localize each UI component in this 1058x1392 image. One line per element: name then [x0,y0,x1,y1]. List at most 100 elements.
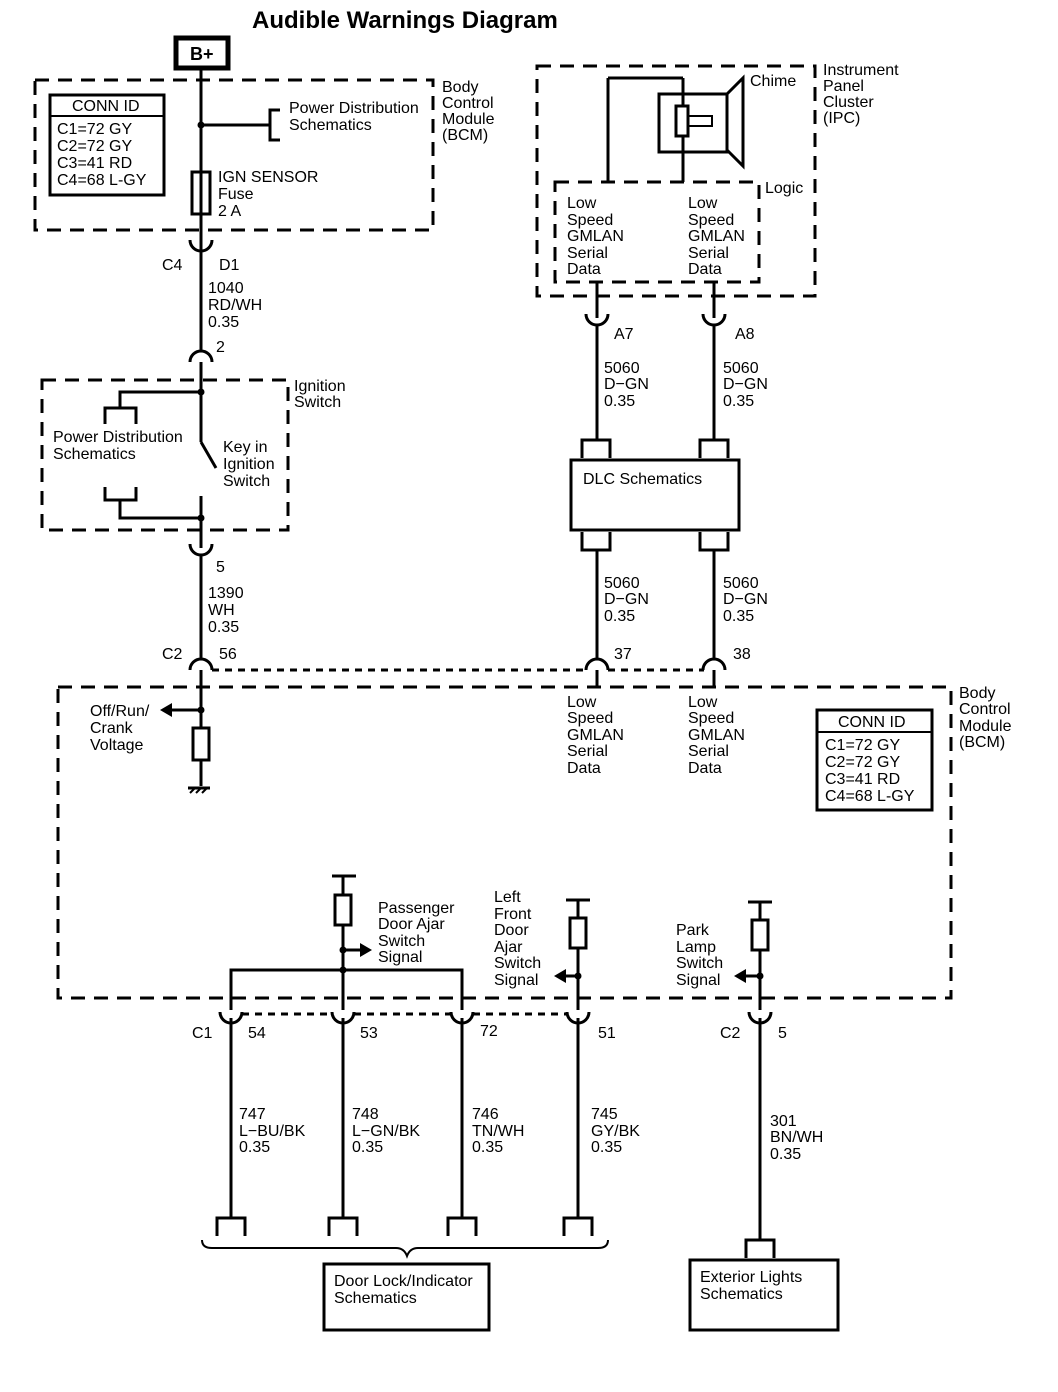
svg-text:Door: Door [494,922,529,939]
svg-text:Lamp: Lamp [676,939,716,956]
svg-text:748: 748 [352,1106,379,1123]
svg-text:D−GN: D−GN [723,591,768,608]
svg-text:Power Distribution: Power Distribution [53,429,183,446]
svg-text:Passenger: Passenger [378,900,455,917]
svg-text:Speed: Speed [567,710,613,727]
svg-text:Speed: Speed [688,710,734,727]
svg-text:TN/WH: TN/WH [472,1123,524,1140]
svg-text:5060: 5060 [604,360,640,377]
logic-label: Logic [765,180,803,197]
wire-5060-37-label: 5060 D−GN 0.35 [604,575,649,625]
svg-text:D−GN: D−GN [604,376,649,393]
svg-text:Signal: Signal [494,972,538,989]
wire-748-label: 748 L−GN/BK 0.35 [352,1106,420,1156]
svg-text:Switch: Switch [676,955,723,972]
dlc-schematics-box [569,458,741,532]
svg-text:Switch: Switch [494,955,541,972]
svg-text:GY/BK: GY/BK [591,1123,640,1140]
svg-text:C2=72 GY: C2=72 GY [57,138,132,155]
connector-c2-bottom-label: C2 [720,1025,741,1042]
pin-2-label: 2 [216,339,225,356]
pin-5-ign-label: 5 [216,559,225,576]
svg-text:Fuse: Fuse [218,186,254,203]
ignition-switch-outline [40,378,290,532]
svg-text:Module: Module [442,111,495,128]
svg-text:Body: Body [959,685,995,702]
svg-text:0.35: 0.35 [208,619,239,636]
svg-text:Cluster: Cluster [823,94,874,111]
battery-label: B+ [190,44,214,64]
svg-text:(BCM): (BCM) [442,127,488,144]
bcm-top-label: Body Control Module (BCM) [442,79,495,144]
passenger-signal-arrow-icon [360,943,372,957]
svg-text:C4=68 L-GY: C4=68 L-GY [57,172,147,189]
connector-c2-56 [188,657,214,671]
svg-text:Data: Data [688,760,722,777]
svg-text:(BCM): (BCM) [959,734,1005,751]
exterior-lights-schematics-label: Exterior Lights Schematics [700,1269,802,1303]
wire-745-label: 745 GY/BK 0.35 [591,1106,640,1156]
ipc-logic-outline [553,180,761,284]
svg-text:Control: Control [959,701,1011,718]
ipc-outline [535,64,817,298]
svg-text:Schematics: Schematics [700,1286,783,1303]
svg-text:Speed: Speed [567,212,613,229]
svg-text:Instrument: Instrument [823,62,899,79]
ignition-power-dist-label: Power Distribution Schematics [53,429,183,463]
svg-text:Schematics: Schematics [289,117,372,134]
svg-text:Voltage: Voltage [90,737,143,754]
svg-text:Key in: Key in [223,439,267,456]
svg-text:0.35: 0.35 [604,393,635,410]
door-lock-schematics-box [322,1262,491,1332]
svg-text:C3=41 RD: C3=41 RD [825,771,900,788]
bcm-main-label: Body Control Module (BCM) [959,685,1012,751]
pin-38-label: 38 [733,646,751,663]
svg-text:Serial: Serial [688,245,729,262]
svg-text:0.35: 0.35 [472,1139,503,1156]
bcm-top-conn-table: CONN ID C1=72 GY C2=72 GY C3=41 RD C4=68… [48,93,166,197]
svg-text:Ignition: Ignition [294,378,346,395]
svg-text:Front: Front [494,906,532,923]
bcm-power-dist-label: Power Distribution Schematics [289,100,419,134]
exterior-lights-schematics-box [688,1258,840,1332]
wire-1040-label: 1040 RD/WH 0.35 [208,280,262,331]
pin-a8-label: A8 [735,326,755,343]
wire-746-label: 746 TN/WH 0.35 [472,1106,524,1156]
key-in-ignition-label: Key in Ignition Switch [223,439,275,490]
ipc-data-left-label: Low Speed GMLAN Serial Data [567,195,624,278]
svg-text:Switch: Switch [294,394,341,411]
connector-pin-2 [188,349,214,363]
svg-text:C2=72 GY: C2=72 GY [825,754,900,771]
connector-c4-label: C4 [162,257,183,274]
svg-text:Signal: Signal [676,972,720,989]
svg-text:Data: Data [567,760,601,777]
lf-signal-arrow-icon [554,969,566,983]
park-lamp-signal-label: Park Lamp Switch Signal [676,922,723,989]
offrun-arrow-icon [160,703,172,717]
svg-text:0.35: 0.35 [770,1146,801,1163]
svg-text:Serial: Serial [567,743,608,760]
passenger-door-resistor [333,893,353,927]
svg-text:GMLAN: GMLAN [567,727,624,744]
door-lock-schematics-label: Door Lock/Indicator Schematics [334,1273,473,1307]
svg-text:Ajar: Ajar [494,939,523,956]
pin-54-label: 54 [248,1025,266,1042]
dlc-schematics-label: DLC Schematics [583,471,702,488]
svg-text:0.35: 0.35 [604,608,635,625]
pin-5-park-label: 5 [778,1025,787,1042]
svg-text:CONN ID: CONN ID [838,714,906,731]
door-lock-brace [201,1239,609,1259]
svg-text:0.35: 0.35 [723,393,754,410]
connector-56-label: 56 [219,646,237,663]
svg-text:D−GN: D−GN [604,591,649,608]
wire-1390-label: 1390 WH 0.35 [208,585,244,636]
svg-text:Power Distribution: Power Distribution [289,100,419,117]
svg-text:Crank: Crank [90,720,134,737]
lf-door-ajar-label: Left Front Door Ajar Switch Signal [494,889,541,989]
bcm-main-outline [56,685,953,1000]
svg-text:Low: Low [567,694,597,711]
svg-text:5060: 5060 [604,575,640,592]
connector-pin-38 [701,657,727,671]
svg-text:C3=41 RD: C3=41 RD [57,155,132,172]
